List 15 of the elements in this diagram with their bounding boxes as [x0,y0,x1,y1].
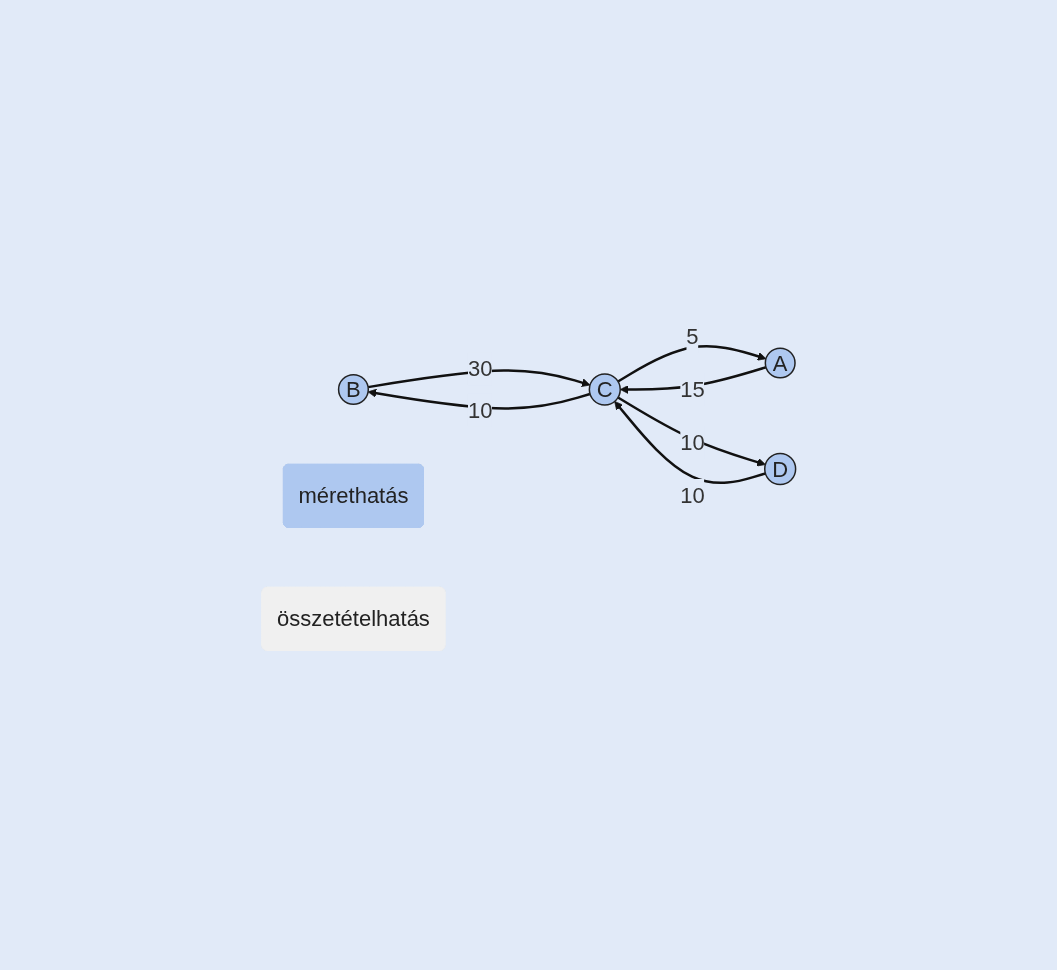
arrow [617,396,766,467]
edge-label: 5 [686,323,699,349]
node-circle: C [588,373,621,406]
edge-label: 10 [679,482,705,508]
arrow [367,369,591,389]
edge-label: 30 [467,356,493,382]
node-circle: B [337,373,369,405]
edge-label: 10 [679,429,705,455]
arrow [617,344,767,383]
arrow [613,400,766,484]
arrow [367,388,591,410]
node-circle: A [764,347,796,379]
node-circle: D [763,452,797,485]
edge-label: 10 [467,397,493,423]
edge-label: 15 [679,376,705,402]
